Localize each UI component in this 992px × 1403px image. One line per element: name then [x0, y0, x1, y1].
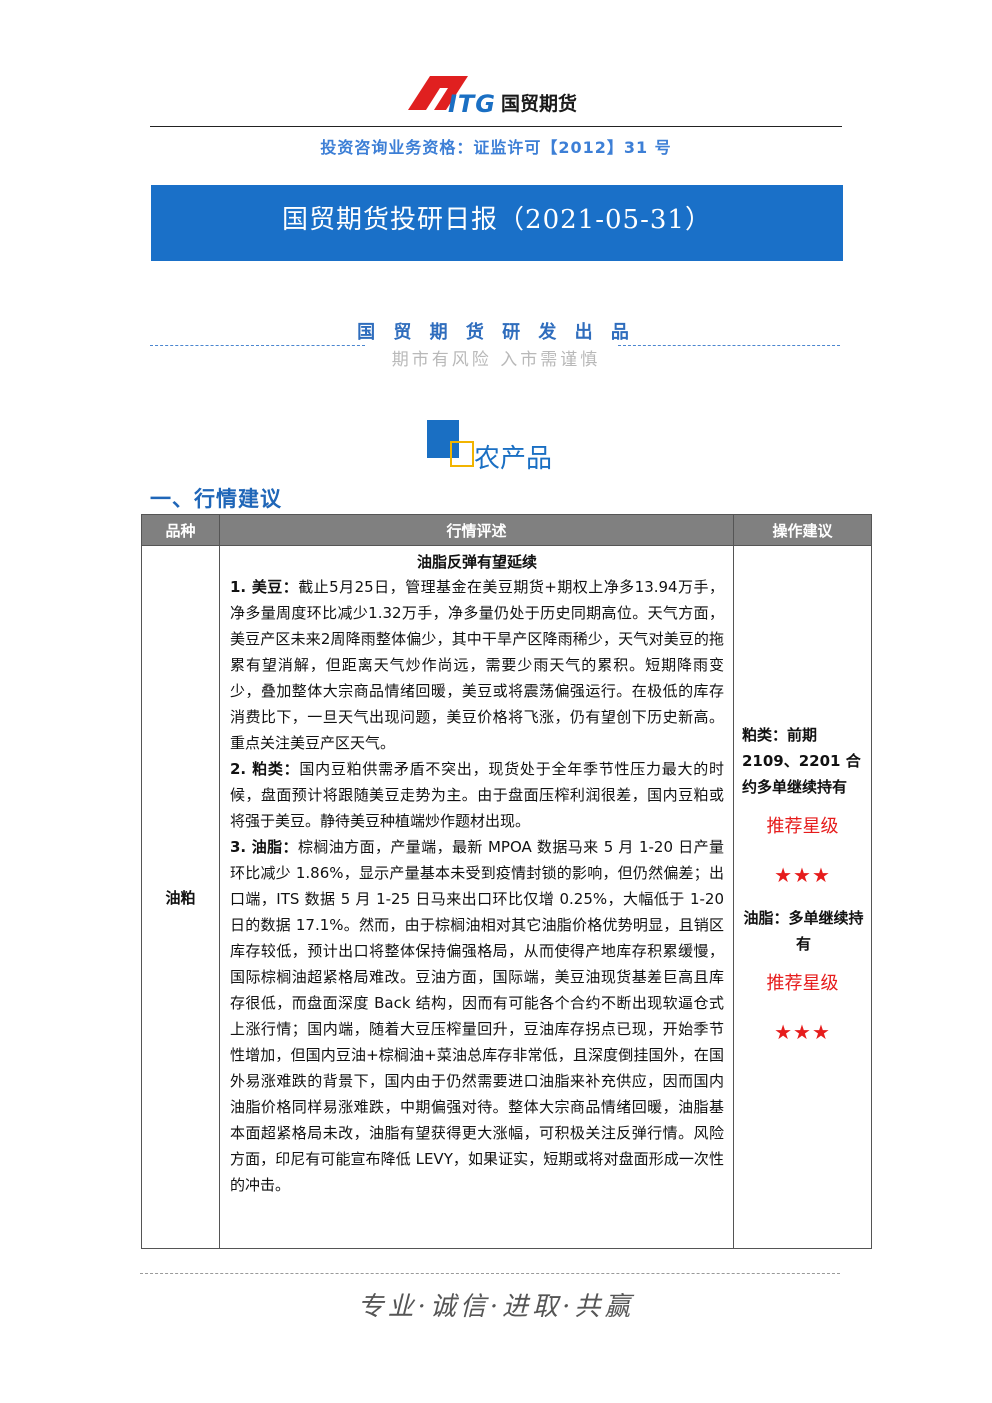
- paragraph-label: 2. 粕类：: [230, 760, 300, 778]
- column-header-review: 行情评述: [219, 514, 734, 546]
- variety-cell: 油粕: [141, 545, 220, 1249]
- producer-divider-right: [618, 345, 840, 346]
- paragraph-label: 3. 油脂：: [230, 838, 298, 856]
- oil-rating-stars-icon: ★★★: [774, 1020, 831, 1044]
- qualification-notice: 投资咨询业务资格：证监许可【2012】31 号: [320, 138, 672, 157]
- column-header-variety: 品种: [141, 514, 220, 546]
- oil-rating-label: 推荐星级: [766, 973, 839, 994]
- sub-heading: 一、行情建议: [150, 487, 282, 511]
- paragraph-text: 国内豆粕供需矛盾不突出，现货处于全年季节性压力最大的时候，盘面预计将跟随美豆走势…: [230, 760, 724, 830]
- advice-cell: 粕类：前期 2109、2201 合约多单继续持有 推荐星级 ★★★ 油脂：多单继…: [733, 545, 872, 1249]
- footer-divider: [140, 1273, 840, 1274]
- meal-rating-label: 推荐星级: [766, 816, 839, 837]
- section-outline-square-icon: [450, 441, 474, 467]
- title-banner: 国贸期货投研日报（2021-05-31）: [151, 185, 843, 261]
- logo-mark-icon: [408, 76, 468, 110]
- market-advice-table: 品种 行情评述 操作建议 油粕 油脂反弹有望延续 1. 美豆：截止5月25日，管…: [141, 514, 872, 1249]
- column-header-advice: 操作建议: [733, 514, 872, 546]
- producer-divider-left: [150, 345, 365, 346]
- risk-warning: 期市有风险 入市需谨慎: [391, 350, 601, 370]
- logo-company-name: 国贸期货: [501, 93, 578, 115]
- paragraph-text: 棕榈油方面，产量端，最新 MPOA 数据马来 5 月 1-20 日产量环比减少 …: [230, 838, 724, 1194]
- review-title: 油脂反弹有望延续: [416, 553, 537, 571]
- paragraph-label: 1. 美豆：: [230, 578, 299, 596]
- meal-advice: 粕类：前期 2109、2201 合约多单继续持有: [742, 726, 861, 796]
- oil-advice: 油脂：多单继续持有: [743, 909, 864, 953]
- review-cell: 油脂反弹有望延续 1. 美豆：截止5月25日，管理基金在美豆期货+期权上净多13…: [219, 545, 734, 1249]
- report-title: 国贸期货投研日报（2021-05-31）: [282, 205, 712, 235]
- company-logo: ITG 国贸期货: [400, 70, 600, 118]
- section-square-icon: [427, 420, 459, 458]
- logo-brand-text: ITG: [448, 90, 496, 118]
- review-paragraph-oil: 3. 油脂：棕榈油方面，产量端，最新 MPOA 数据马来 5 月 1-20 日产…: [230, 834, 724, 1198]
- meal-rating-stars-icon: ★★★: [774, 863, 831, 887]
- review-paragraph-meal: 2. 粕类：国内豆粕供需矛盾不突出，现货处于全年季节性压力最大的时候，盘面预计将…: [230, 756, 724, 834]
- footer-slogan: 专业·诚信·进取·共赢: [357, 1292, 635, 1322]
- review-paragraph-soybean: 1. 美豆：截止5月25日，管理基金在美豆期货+期权上净多13.94万手，净多量…: [230, 574, 724, 756]
- table-header-row: 品种 行情评述 操作建议: [141, 514, 872, 546]
- header-divider: [150, 126, 842, 127]
- producer-line: 国 贸 期 货 研 发 出 品: [357, 322, 635, 343]
- section-heading: 农产品: [474, 444, 553, 474]
- paragraph-text: 截止5月25日，管理基金在美豆期货+期权上净多13.94万手，净多量周度环比减少…: [230, 578, 724, 752]
- table-row: 油粕 油脂反弹有望延续 1. 美豆：截止5月25日，管理基金在美豆期货+期权上净…: [141, 545, 872, 1249]
